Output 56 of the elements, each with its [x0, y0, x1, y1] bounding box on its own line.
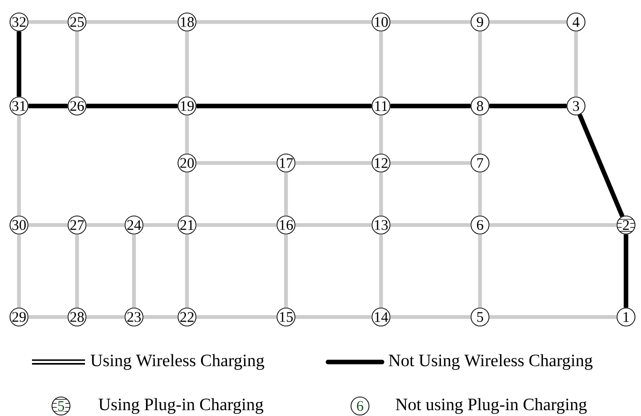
road-segment [28, 20, 68, 24]
road-segment [143, 223, 178, 227]
road-segment [185, 31, 189, 97]
road-segment [196, 223, 277, 227]
road-segment [132, 234, 136, 308]
road-segment [196, 20, 372, 24]
road-segment [185, 172, 189, 216]
road-segment [578, 114, 624, 218]
road-segment [284, 172, 288, 216]
road-segment [28, 315, 68, 319]
road-segment [196, 104, 372, 108]
road-segment [379, 234, 383, 308]
road-segment [489, 104, 567, 108]
legend-text: Using Wireless Charging [90, 354, 264, 370]
road-segment [478, 31, 482, 97]
road-segment [624, 234, 628, 308]
road-segment [489, 20, 567, 24]
road-segment [86, 223, 125, 227]
road-segment [489, 223, 617, 227]
road-segment [196, 161, 277, 165]
road-segment [295, 315, 372, 319]
road-segment [75, 31, 79, 97]
road-segment [379, 31, 383, 97]
hatched-circle-sample: 5 [52, 396, 70, 416]
road-segment [28, 104, 68, 108]
road-segment [478, 115, 482, 154]
road-segment [28, 223, 68, 227]
road-segment [379, 172, 383, 216]
road-segment [86, 104, 178, 108]
road-segment [489, 315, 617, 319]
road-segment [185, 115, 189, 154]
road-segment [478, 172, 482, 216]
road-segment [86, 315, 125, 319]
road-segment [478, 234, 482, 308]
circle-sample: 6 [350, 396, 370, 416]
road-segment [16, 31, 22, 97]
road-segment [295, 161, 372, 165]
road-segment [17, 234, 21, 308]
legend-text: Not using Plug-in Charging [396, 398, 587, 414]
legend-text: Using Plug-in Charging [98, 398, 264, 414]
road-segment [284, 234, 288, 308]
road-segment [185, 234, 189, 308]
road-segment [390, 161, 471, 165]
road-segment [295, 223, 372, 227]
road-segment [390, 223, 471, 227]
road-segment [390, 20, 471, 24]
road-segment [75, 234, 79, 308]
road-segment [86, 20, 178, 24]
road-segment [196, 315, 277, 319]
legend-text: Not Using Wireless Charging [388, 354, 593, 370]
road-segment [143, 315, 178, 319]
road-segment [390, 104, 471, 108]
road-segment [379, 115, 383, 154]
road-segment [390, 315, 471, 319]
road-segment [17, 115, 21, 216]
road-segment [574, 31, 578, 97]
